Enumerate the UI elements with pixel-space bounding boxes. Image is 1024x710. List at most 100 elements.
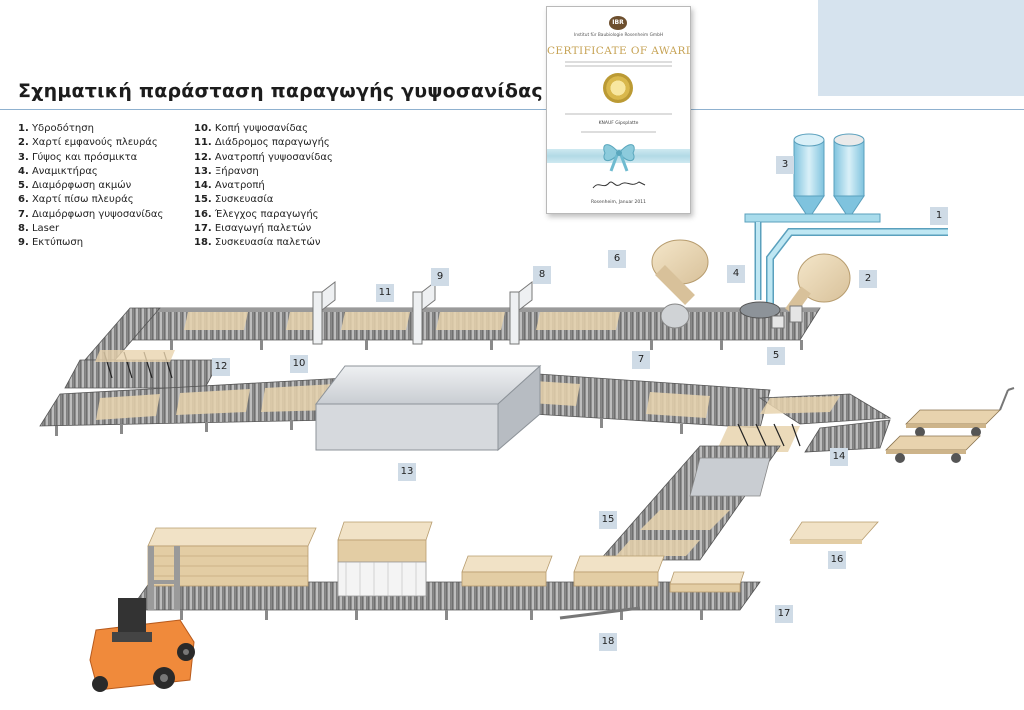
left-transfer-conveyor — [64, 307, 221, 389]
legend-item: 10. Κοπή γυψοσανίδας — [194, 122, 333, 136]
board-stacks — [147, 521, 879, 620]
legend-item-number: 16. — [194, 208, 212, 220]
header-color-block — [818, 0, 1024, 96]
legend-item-label: Εκτύπωση — [31, 237, 84, 249]
legend-item-number: 10. — [194, 123, 212, 134]
marker-13-drying: 13 — [398, 463, 416, 481]
cutting-frame — [312, 291, 323, 345]
legend-item-label: Αναμικτήρας — [31, 165, 98, 177]
legend-item: 12. Ανατροπή γυψοσανίδας — [194, 151, 333, 165]
ribbon-bow-icon — [603, 144, 635, 172]
legend-item-label: Κοπή γυψοσανίδας — [214, 123, 309, 134]
legend-item-number: 4. — [18, 165, 29, 177]
legend-item: 15. Συσκευασία — [194, 193, 333, 207]
legend-item-number: 5. — [18, 180, 29, 192]
ibr-logo: IBR — [609, 16, 627, 30]
legend-item: 2. Χαρτί εμφανούς πλευράς — [18, 136, 163, 150]
legend-item-number: 7. — [18, 208, 29, 220]
silos — [744, 133, 881, 223]
marker-8-laser: 8 — [533, 266, 551, 284]
marker-16-production-control: 16 — [828, 551, 846, 569]
legend-item-label: Ξήρανση — [214, 165, 259, 177]
board-stack — [337, 521, 433, 597]
legend-item: 13. Ξήρανση — [194, 165, 333, 179]
legend-item: 3. Γύψος και πρόσμικτα — [18, 151, 163, 165]
legend-item-number: 14. — [194, 180, 212, 192]
turnover-station — [716, 393, 892, 453]
marker-7-board-forming: 7 — [632, 351, 650, 369]
legend-item-number: 13. — [194, 165, 212, 177]
legend-item-label: Χαρτί εμφανούς πλευράς — [31, 137, 158, 149]
board-stack — [573, 555, 665, 587]
certificate-fine-print — [565, 61, 672, 63]
legend-item-label: Ανατροπή — [214, 180, 265, 192]
legend-item-number: 18. — [194, 237, 212, 249]
legend-item-number: 17. — [194, 223, 212, 235]
upper-conveyor — [129, 307, 821, 350]
legend-item: 4. Αναμικτήρας — [18, 165, 163, 179]
certificate-ribbon — [547, 149, 690, 163]
marker-9-printing: 9 — [431, 268, 449, 286]
dryer-conveyor — [39, 371, 771, 436]
legend-item-label: Συσκευασία παλετών — [214, 237, 321, 249]
laser-frame — [509, 291, 520, 345]
legend-item-label: Χαρτί πίσω πλευράς — [31, 194, 134, 206]
legend-item-label: Ανατροπή γυψοσανίδας — [214, 151, 333, 163]
marker-15-packaging: 15 — [599, 511, 617, 529]
legend-item: 11. Διάδρομος παραγωγής — [194, 136, 333, 150]
marker-2-face-paper: 2 — [859, 270, 877, 288]
pallet-carts — [885, 387, 1015, 463]
pallet-packaging-rail — [559, 606, 641, 620]
award-seal-icon — [603, 73, 633, 103]
certificate-fine-print — [565, 113, 672, 115]
legend-item-label: Γύψος και πρόσμικτα — [31, 151, 138, 163]
marker-12-board-turnover: 12 — [212, 358, 230, 376]
certificate-of-award: IBR Institut für Baubiologie Rosenheim G… — [546, 6, 691, 214]
legend-item-label: Συσκευασία — [214, 194, 274, 206]
marker-3-gypsum-additives: 3 — [776, 156, 794, 174]
marker-6-back-paper: 6 — [608, 250, 626, 268]
marker-14-turnover: 14 — [830, 448, 848, 466]
marker-4-mixer: 4 — [727, 265, 745, 283]
legend-item: 18. Συσκευασία παλετών — [194, 236, 333, 250]
legend-item: 9. Εκτύπωση — [18, 236, 163, 250]
lower-conveyor — [129, 581, 761, 620]
legend-item-label: Διαμόρφωση ακμών — [31, 180, 132, 192]
board-stack — [147, 527, 317, 587]
legend-item-number: 6. — [18, 194, 29, 206]
packaging-conveyor — [599, 445, 781, 561]
certificate-location: Rosenheim, Januar 2011 — [590, 200, 647, 205]
legend-item-number: 8. — [18, 223, 29, 235]
legend-item-label: Εισαγωγή παλετών — [214, 223, 312, 235]
legend-item-label: Διαμόρφωση γυψοσανίδας — [31, 208, 164, 220]
dryer-box — [314, 364, 542, 452]
certificate-fine-print — [565, 65, 672, 67]
page-title: Σχηματική παράσταση παραγωγής γυψοσανίδα… — [18, 80, 543, 102]
printing-frame — [412, 291, 423, 345]
forklift — [89, 546, 195, 692]
legend-item-number: 15. — [194, 194, 212, 206]
marker-5-edge-forming: 5 — [767, 347, 785, 365]
marker-18-pallet-packaging: 18 — [599, 633, 617, 651]
certificate-recipient: KNAUF Gipsplatte — [598, 121, 639, 126]
legend-item-label: Υδροδότηση — [31, 123, 94, 134]
legend-item: 14. Ανατροπή — [194, 179, 333, 193]
certificate-heading: CERTIFICATE OF AWARD — [547, 45, 691, 57]
legend-item-number: 9. — [18, 237, 29, 249]
legend-item-label: Έλεγχος παραγωγής — [214, 208, 319, 220]
certificate-institute: Institut für Baubiologie Rosenheim GmbH — [573, 33, 664, 38]
legend-item: 16. Έλεγχος παραγωγής — [194, 208, 333, 222]
legend-item-number: 3. — [18, 151, 29, 163]
legend-item-number: 1. — [18, 123, 29, 134]
marker-10-cutting: 10 — [290, 355, 308, 373]
legend-item-number: 2. — [18, 137, 29, 149]
legend-item: 17. Εισαγωγή παλετών — [194, 222, 333, 236]
header-rule — [0, 109, 1024, 110]
water-pipe — [739, 222, 948, 329]
legend-item-number: 12. — [194, 151, 212, 163]
marker-17-pallet-input: 17 — [775, 605, 793, 623]
certificate-fine-print — [581, 131, 656, 133]
legend-item-label: Διάδρομος παραγωγής — [214, 137, 330, 149]
